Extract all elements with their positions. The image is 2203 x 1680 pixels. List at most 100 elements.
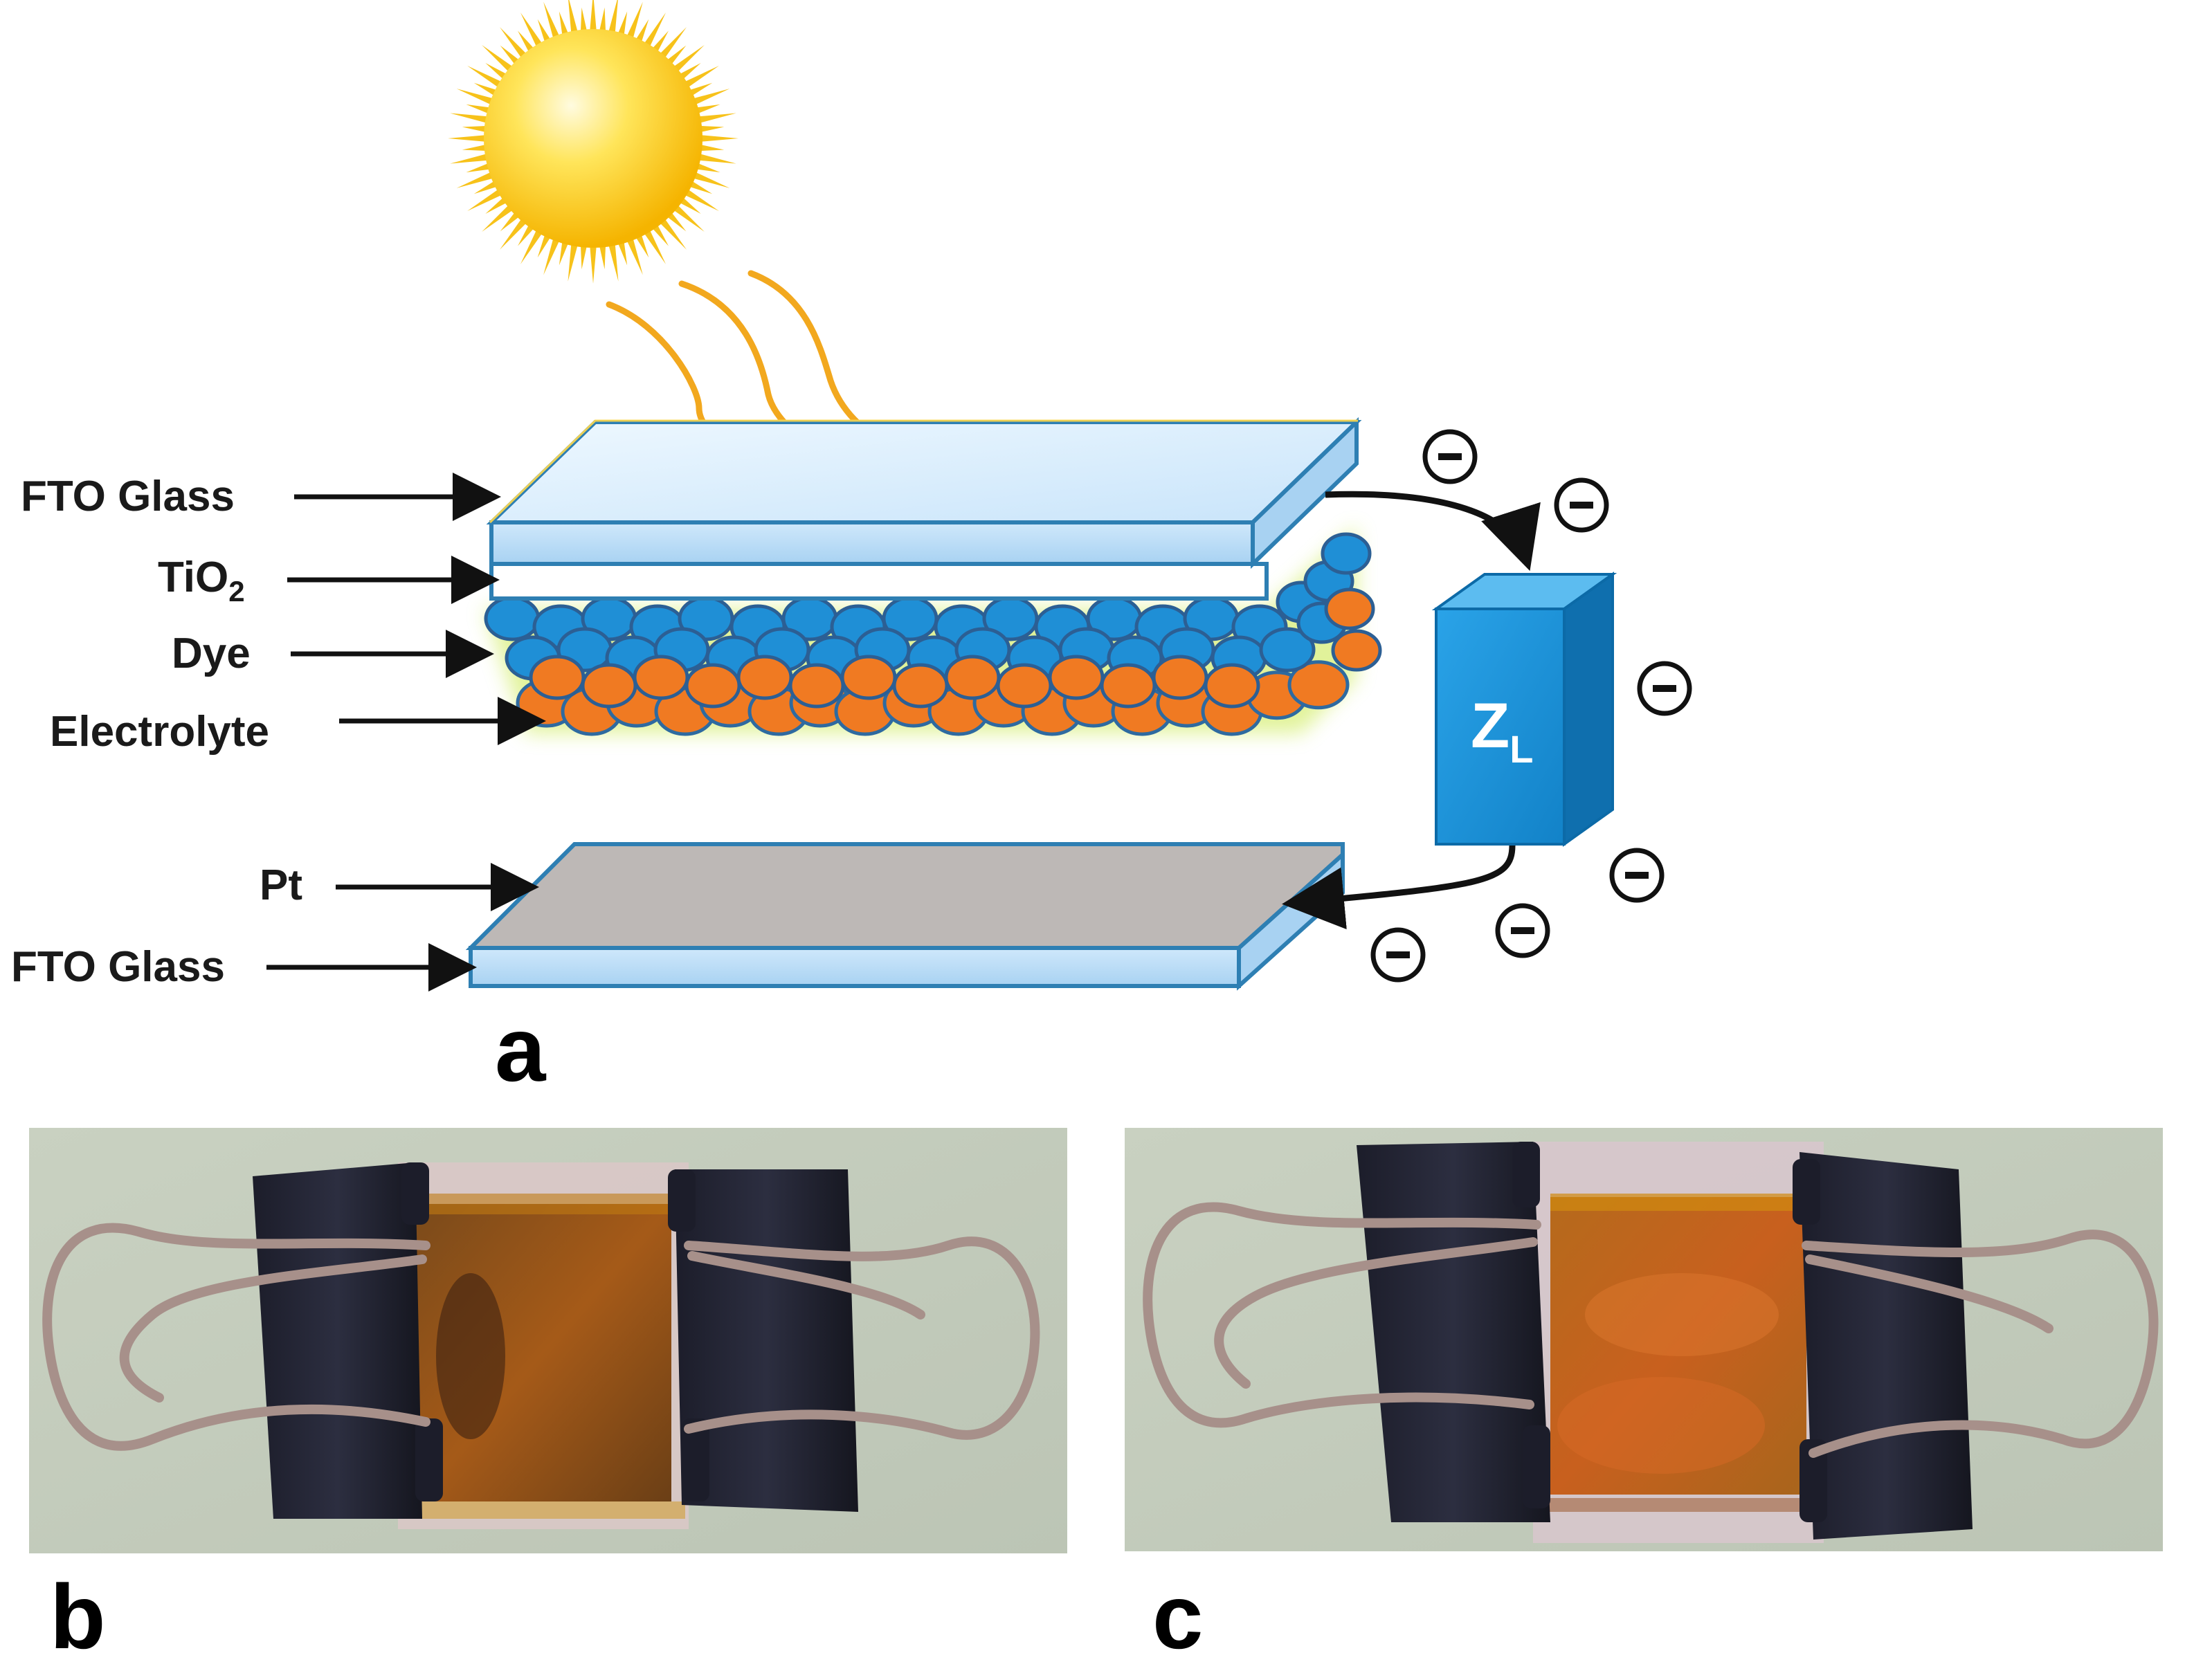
sun-ray: [450, 152, 492, 164]
wire-top: [1325, 491, 1541, 572]
sun-ray: [598, 241, 606, 270]
electron-minus: [1625, 872, 1649, 879]
panel-b-photo: b: [29, 1128, 1067, 1668]
sun-ray: [689, 170, 730, 188]
electrolyte-particle: [1204, 663, 1260, 709]
dye-particles: [484, 532, 1382, 709]
sun-ray: [696, 125, 725, 134]
layer-labels: FTO Glass TiO2 Dye Electrolyte Pt FTO Gl…: [11, 473, 546, 992]
sun-ray: [625, 235, 643, 275]
sun-ray: [642, 226, 666, 264]
electron-minus: [1570, 502, 1593, 509]
sun-ray: [625, 1, 643, 42]
electron-icon: [1370, 927, 1426, 983]
electrolyte-particle: [1152, 655, 1208, 700]
sun-ray: [589, 0, 597, 35]
light-ray-3: [747, 270, 889, 446]
electrolyte-particle: [1324, 587, 1375, 630]
sun-ray: [543, 1, 561, 42]
sun-ray: [670, 202, 705, 232]
sun-ray: [694, 152, 736, 164]
sun-ray: [467, 187, 505, 211]
panel-c-photo: c: [1125, 1128, 2163, 1668]
load-label: ZL: [1471, 691, 1533, 771]
sun-ray: [456, 89, 497, 107]
sun-ray: [696, 143, 725, 152]
electrolyte-particle: [1287, 660, 1350, 710]
sun-ray: [500, 27, 529, 62]
sun-ray: [543, 235, 561, 275]
electrolyte-particle: [1048, 655, 1105, 700]
sun-ray: [589, 241, 597, 284]
sun-icon: [448, 0, 738, 284]
sun-ray: [696, 134, 738, 143]
sun-ray: [482, 45, 516, 75]
sun-ray: [462, 125, 491, 134]
label-fto-glass-bottom: FTO Glass: [11, 943, 225, 991]
label-pt: Pt: [260, 861, 302, 909]
electrolyte-particle: [944, 655, 1001, 700]
panel-label-b: b: [50, 1566, 106, 1668]
label-dye: Dye: [172, 630, 251, 677]
electrolyte-particle: [840, 655, 897, 700]
wire-bottom: [1282, 845, 1516, 930]
electron-icon: [1609, 848, 1665, 903]
dye-particle: [484, 596, 541, 641]
particle-layers: [484, 526, 1382, 736]
electron-icon: [1495, 903, 1550, 958]
sun-ray: [456, 170, 497, 188]
sun-ray: [598, 7, 606, 36]
electrolyte-particle: [892, 663, 949, 709]
tio2-layer: [489, 562, 1269, 601]
label-fto-glass-top: FTO Glass: [21, 473, 235, 520]
sun-ray: [520, 12, 545, 51]
electrolyte-particle: [996, 663, 1053, 709]
sun-ray: [642, 12, 666, 51]
sun-ray: [681, 187, 719, 211]
sun-ray: [462, 143, 491, 152]
sun-ray: [580, 241, 588, 270]
sun-ray: [568, 239, 579, 282]
electron-icon: [1637, 661, 1692, 716]
sun-ray: [450, 113, 492, 125]
electron-minus: [1386, 951, 1410, 958]
label-tio2: TiO2: [158, 554, 245, 608]
electron-minus: [1511, 927, 1534, 934]
panel-label-a: a: [495, 998, 547, 1100]
sun-ray: [520, 226, 545, 264]
electrolyte-particle: [685, 663, 741, 709]
label-electrolyte: Electrolyte: [50, 708, 269, 756]
electrolyte-particle: [633, 655, 689, 700]
sun-ray: [694, 113, 736, 125]
electrolyte-particle: [581, 663, 637, 709]
sun-ray: [580, 7, 588, 36]
electron-icon: [1422, 429, 1478, 484]
top-fto-glass: [486, 417, 1362, 569]
sun-ray: [657, 215, 687, 250]
electrolyte-particle: [1100, 663, 1157, 709]
electron-icon: [1554, 477, 1609, 533]
panel-label-c: c: [1152, 1566, 1203, 1668]
sun-ray: [681, 66, 719, 90]
load-box: ZL: [1431, 572, 1617, 847]
sun-ray: [500, 215, 529, 250]
sun-ray: [448, 134, 490, 143]
electron-minus: [1653, 685, 1676, 692]
electrolyte-particle: [529, 655, 586, 700]
electron-minus: [1438, 453, 1462, 460]
dye-particle: [1321, 532, 1372, 575]
sun-ray: [568, 0, 579, 37]
sun-ray: [467, 66, 505, 90]
sun-ray: [607, 239, 619, 282]
sun-ray: [607, 0, 618, 37]
sun-ray: [670, 45, 705, 75]
sun-ray: [657, 27, 687, 62]
electrolyte-particle: [1331, 629, 1382, 672]
electrolyte-particle: [736, 655, 793, 700]
electrons: [1370, 429, 1692, 983]
sun-ray: [689, 89, 730, 107]
sun-disc: [484, 29, 702, 248]
platinum-layer: [465, 842, 1345, 950]
sun-ray: [482, 202, 516, 232]
